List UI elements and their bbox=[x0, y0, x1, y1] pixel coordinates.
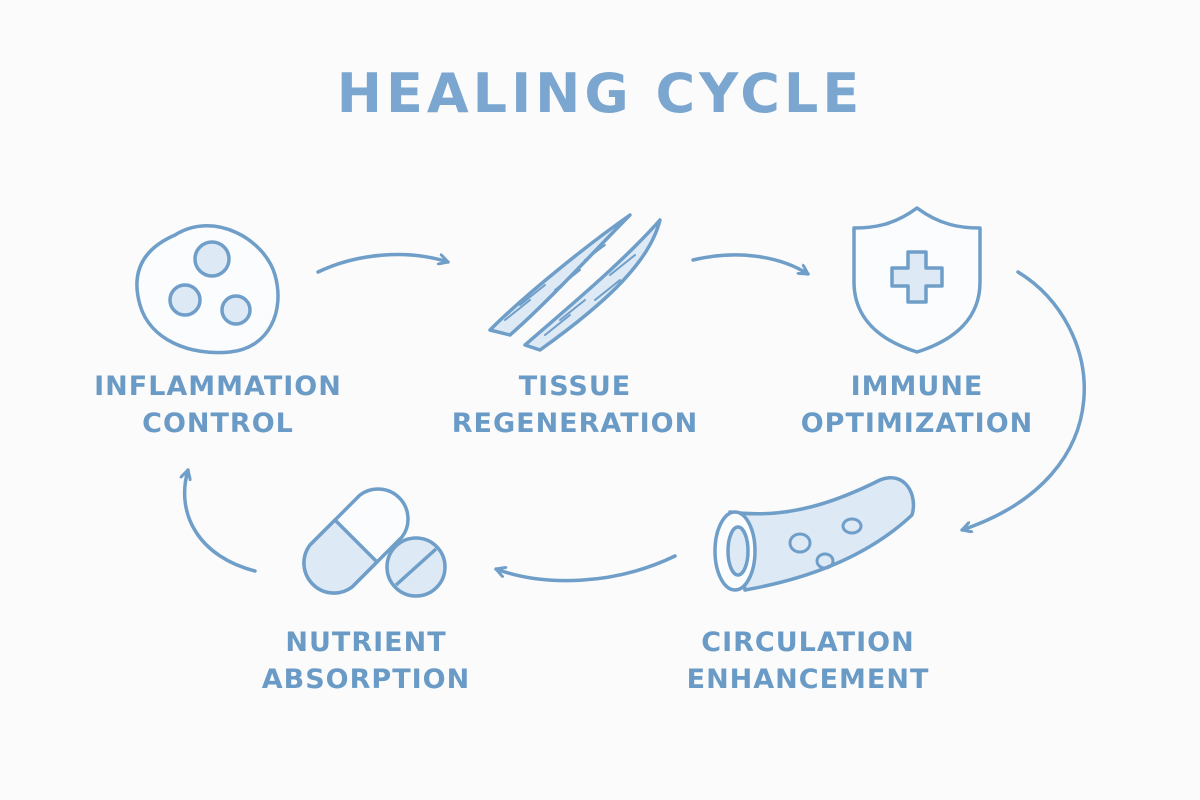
label-line: CONTROL bbox=[142, 408, 294, 439]
arrow-tissue-to-immune bbox=[691, 253, 810, 276]
cycle-arrows bbox=[185, 252, 1086, 583]
label-line: OPTIMIZATION bbox=[800, 408, 1034, 439]
pills-icon bbox=[302, 487, 447, 598]
label-line: IMMUNE bbox=[850, 371, 984, 402]
arrow-immune-to-circulation bbox=[960, 270, 1086, 530]
label-line: INFLAMMATION bbox=[94, 371, 342, 402]
diagram-title: HEALING CYCLE bbox=[336, 62, 864, 125]
node-label-circulation: CIRCULATION ENHANCEMENT bbox=[638, 624, 978, 698]
node-label-tissue: TISSUE REGENERATION bbox=[405, 368, 745, 442]
muscle-icon bbox=[488, 213, 662, 352]
arrow-nutrient-to-inflammation bbox=[185, 468, 257, 573]
node-label-nutrient: NUTRIENT ABSORPTION bbox=[196, 624, 536, 698]
node-label-inflammation: INFLAMMATION CONTROL bbox=[48, 368, 388, 442]
node-label-immune: IMMUNE OPTIMIZATION bbox=[747, 368, 1087, 442]
label-line: TISSUE bbox=[518, 371, 632, 402]
label-line: ABSORPTION bbox=[261, 664, 471, 695]
label-line: ENHANCEMENT bbox=[686, 664, 930, 695]
arrow-inflammation-to-tissue bbox=[316, 252, 450, 274]
blood-vessel-icon bbox=[713, 476, 916, 592]
shield-plus-icon bbox=[852, 206, 982, 354]
label-line: CIRCULATION bbox=[701, 627, 915, 658]
arrow-circulation-to-nutrient bbox=[494, 554, 677, 583]
cell-icon bbox=[135, 224, 280, 355]
label-line: REGENERATION bbox=[451, 408, 699, 439]
label-line: NUTRIENT bbox=[285, 627, 447, 658]
